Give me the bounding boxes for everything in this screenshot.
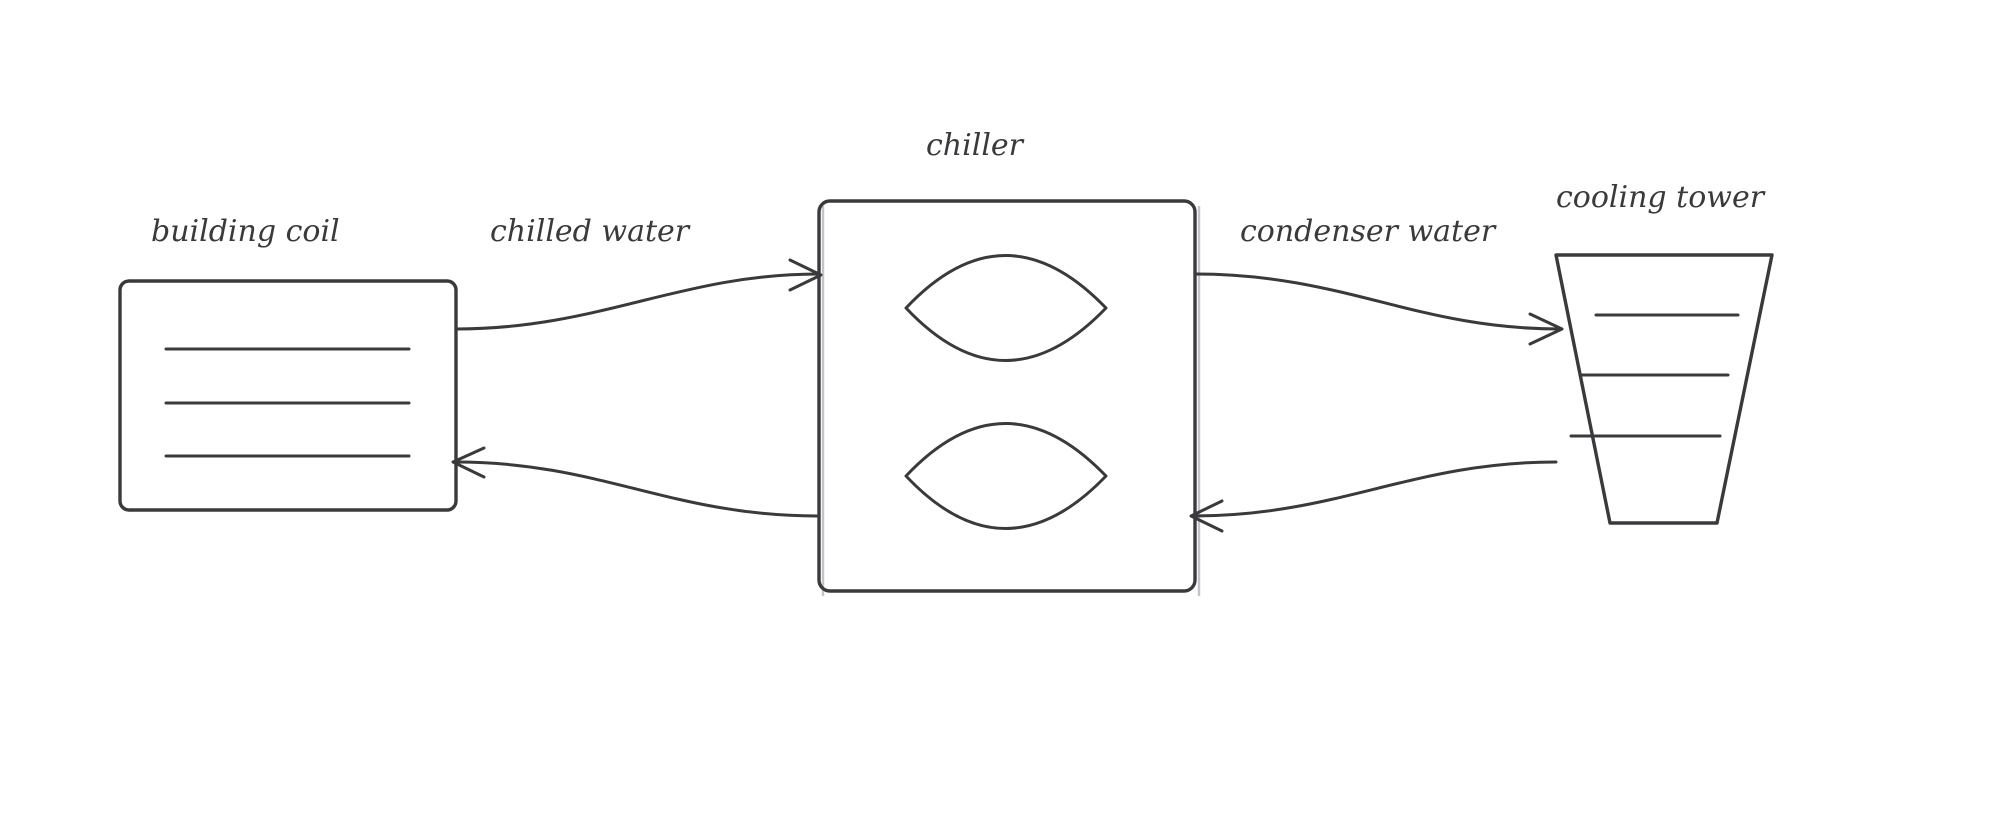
building-coil-node: [118, 279, 458, 512]
condenser-lens-icon: [904, 422, 1108, 530]
condenser-water-return-line: [1191, 460, 1558, 518]
chiller-box: [817, 199, 1197, 593]
evaporator-lens-icon: [904, 254, 1108, 362]
building-coil-label: building coil: [151, 214, 340, 249]
arrowhead-icon: [1528, 312, 1564, 346]
condenser-water-supply-arrow: [1193, 272, 1564, 346]
arrowhead-icon: [451, 446, 486, 479]
condenser-water-supply-line: [1193, 272, 1562, 331]
chilled-water-return-line: [454, 460, 819, 518]
cooling-tower-shape: [1554, 253, 1774, 525]
arrowhead-icon: [788, 258, 823, 292]
cooling-tower-label: cooling tower: [1556, 180, 1766, 215]
arrowhead-icon: [1189, 499, 1224, 533]
chilled-water-supply-arrow: [454, 258, 823, 331]
condenser-water-label: condenser water: [1240, 214, 1497, 249]
cooling-tower-node: [1554, 253, 1774, 525]
chiller-node: [817, 199, 1201, 596]
chilled-water-label: chilled water: [490, 214, 691, 249]
chiller-label: chiller: [926, 128, 1025, 163]
chilled-water-supply-line: [454, 272, 821, 331]
condenser-water-return-arrow: [1189, 460, 1558, 533]
chilled-water-return-arrow: [451, 446, 819, 518]
building-coil-box: [118, 279, 458, 512]
